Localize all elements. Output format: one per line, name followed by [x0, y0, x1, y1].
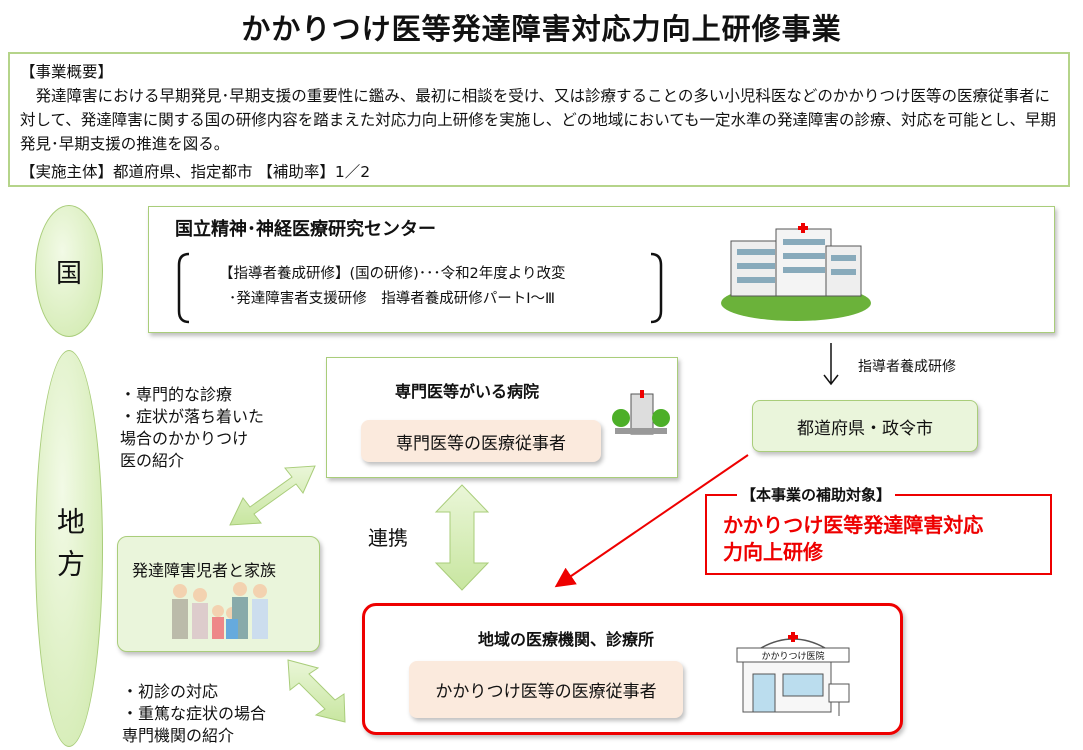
role-line: 医の紹介 — [120, 451, 185, 470]
subsidy-text: かかりつけ医等発達障害対応力向上研修 — [723, 512, 983, 566]
prefecture-label: 都道府県・政令市 — [797, 418, 933, 439]
family-box: 発達障害児者と家族 — [117, 536, 320, 652]
role-line: ・重篤な症状の場合 — [122, 704, 267, 723]
down-arrow — [823, 343, 839, 386]
subsidy-target-box: 【本事業の補助対象】 かかりつけ医等発達障害対応力向上研修 — [705, 484, 1052, 575]
subsidy-text-line: 力向上研修 — [723, 540, 823, 564]
role-line: ・症状が落ち着いた — [120, 407, 265, 426]
local-level-ellipse: 地方 — [35, 350, 103, 747]
role-line: 専門機関の紹介 — [122, 726, 235, 745]
summary-implementer: 【実施主体】都道府県、指定都市 【補助率】1／2 — [20, 163, 371, 181]
national-level-ellipse: 国 — [35, 205, 103, 337]
ncnp-name: 国立精神･神経医療研究センター — [175, 219, 436, 240]
subsidy-label: 【本事業の補助対象】 — [737, 484, 896, 505]
role-line: ・専門的な診療 — [120, 385, 233, 404]
ncnp-line1: 【指導者養成研修】(国の研修)･･･令和2年度より改変 — [219, 266, 566, 282]
bracket — [177, 252, 663, 324]
family-illustration-icon — [172, 582, 268, 639]
local-clinic-box: 地域の医療機関、診療所 かかりつけ医等の医療従事者 かかりつけ医院 — [362, 603, 903, 735]
specialist-hospital-box: 専門医等がいる病院 専門医等の医療従事者 — [326, 357, 678, 478]
national-label: 国 — [55, 258, 82, 289]
page-title: かかりつけ医等発達障害対応力向上研修事業 — [241, 12, 842, 46]
specialist-staff-label: 専門医等の医療従事者 — [396, 433, 566, 454]
prefecture-box: 都道府県・政令市 — [752, 400, 978, 452]
cooperation-label: 連携 — [368, 526, 408, 550]
specialist-title: 専門医等がいる病院 — [395, 382, 540, 401]
double-arrow-family-local — [287, 659, 346, 723]
hospital-building-icon — [721, 223, 871, 321]
role-line: ・初診の対応 — [122, 682, 219, 701]
local-roles: ・初診の対応 ・重篤な症状の場合 専門機関の紹介 — [122, 681, 266, 747]
small-hospital-icon — [612, 390, 670, 435]
ncnp-box: 国立精神･神経医療研究センター 【指導者養成研修】(国の研修)･･･令和2年度よ… — [148, 206, 1055, 333]
local-label: 地方 — [53, 506, 86, 591]
ncnp-line2: ･発達障害者支援研修 指導者養成研修パートⅠ～Ⅲ — [229, 291, 556, 307]
local-staff-label: かかりつけ医等の医療従事者 — [435, 682, 657, 702]
summary-heading: 【事業概要】 — [20, 63, 114, 81]
summary-body: 発達障害における早期発見･早期支援の重要性に鑑み、最初に相談を受け、又は診療する… — [20, 87, 1057, 153]
clinic-sign: かかりつけ医院 — [761, 650, 824, 662]
specialist-staff-box: 専門医等の医療従事者 — [361, 420, 601, 462]
double-arrow-family-specialist — [229, 465, 316, 526]
subsidy-text-line: かかりつけ医等発達障害対応 — [723, 513, 984, 537]
role-line: 場合のかかりつけ — [120, 429, 249, 448]
double-arrow-cooperation — [434, 484, 490, 591]
family-label: 発達障害児者と家族 — [132, 561, 277, 580]
clinic-building-icon: かかりつけ医院 — [736, 632, 850, 716]
summary-box: 【事業概要】 発達障害における早期発見･早期支援の重要性に鑑み、最初に相談を受け… — [8, 52, 1070, 187]
specialist-roles: ・専門的な診療 ・症状が落ち着いた 場合のかかりつけ 医の紹介 — [120, 384, 264, 472]
local-staff-box: かかりつけ医等の医療従事者 — [409, 661, 683, 718]
local-title: 地域の医療機関、診療所 — [478, 630, 655, 649]
training-arrow-label: 指導者養成研修 — [858, 359, 956, 375]
